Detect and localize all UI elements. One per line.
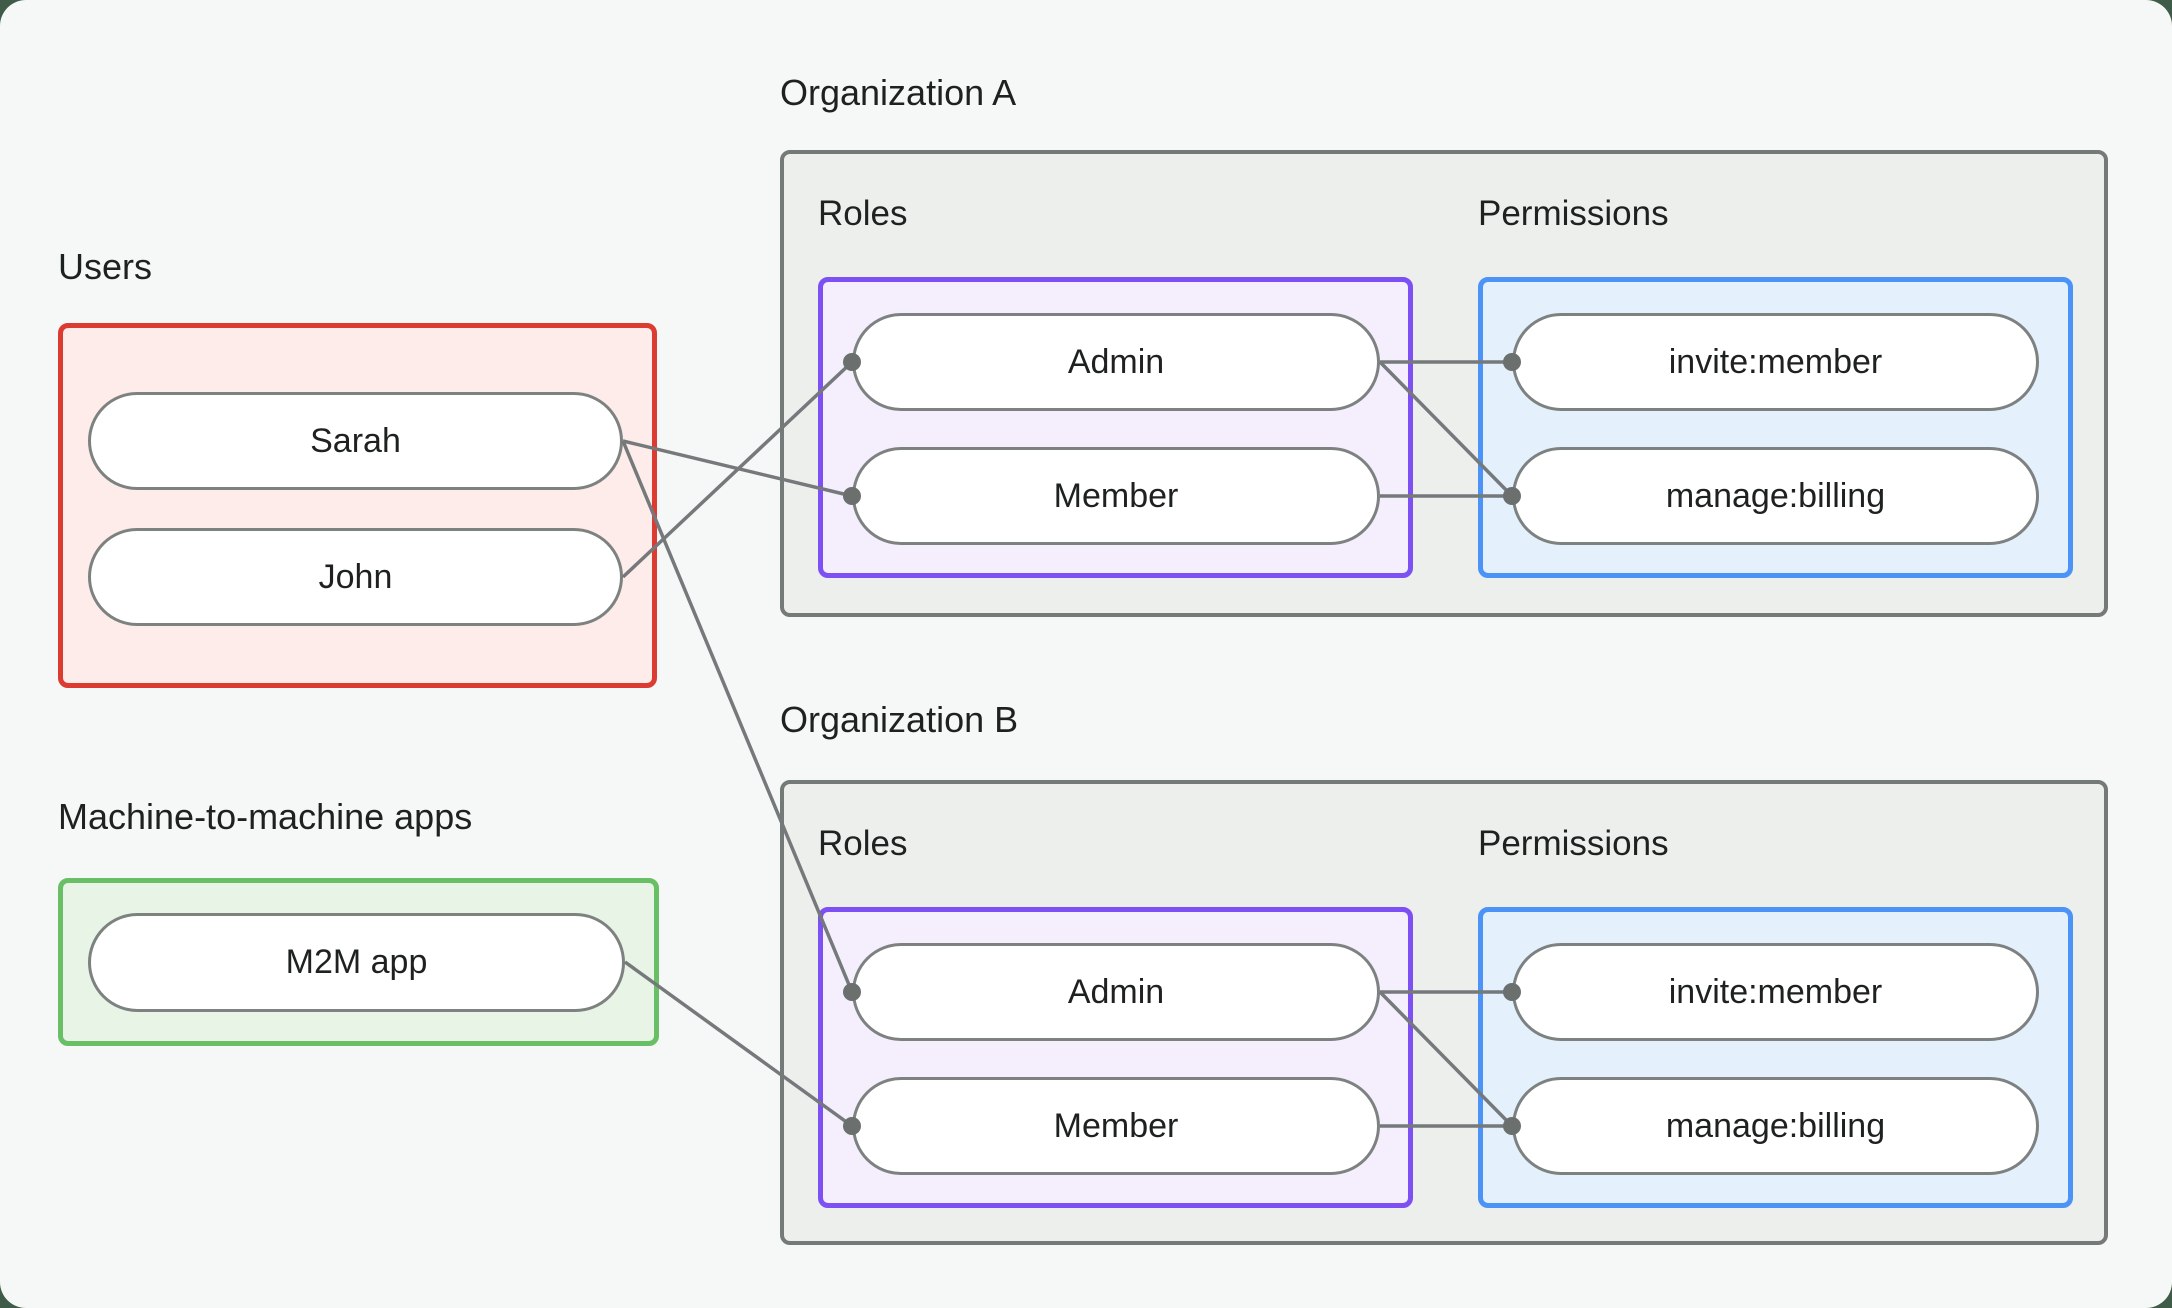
org-b-permission-pill-invite-member: invite:member bbox=[1512, 943, 2039, 1041]
org-b-role-pill-member: Member bbox=[852, 1077, 1380, 1175]
org-a-permission-pill-manage-billing: manage:billing bbox=[1512, 447, 2039, 545]
org-a-role-pill-admin: Admin bbox=[852, 313, 1380, 411]
org-a-roles-label: Roles bbox=[818, 194, 908, 233]
org-a-title: Organization A bbox=[780, 72, 1017, 113]
org-b-role-admin-label: Admin bbox=[1067, 972, 1165, 1011]
org-b-role-member-label: Member bbox=[1053, 1106, 1179, 1145]
org-b-permissions-label: Permissions bbox=[1478, 824, 1669, 863]
org-b-permission-invite-member-label: invite:member bbox=[1668, 972, 1883, 1011]
org-b-roles-label: Roles bbox=[818, 824, 908, 863]
org-a-permission-manage-billing-label: manage:billing bbox=[1665, 476, 1886, 515]
users-box bbox=[58, 323, 657, 688]
user-pill-sarah: Sarah bbox=[88, 392, 623, 490]
org-b-permission-manage-billing-label: manage:billing bbox=[1665, 1106, 1886, 1145]
org-a-permission-pill-invite-member: invite:member bbox=[1512, 313, 2039, 411]
users-group-label: Users bbox=[58, 246, 153, 287]
m2m-app-pill: M2M app bbox=[88, 913, 625, 1012]
org-b-permission-pill-manage-billing: manage:billing bbox=[1512, 1077, 2039, 1175]
m2m-group-label: Machine-to-machine apps bbox=[58, 796, 473, 837]
m2m-app-pill-label: M2M app bbox=[285, 943, 428, 981]
org-b-role-pill-admin: Admin bbox=[852, 943, 1380, 1041]
user-pill-john: John bbox=[88, 528, 623, 626]
org-a-permissions-label: Permissions bbox=[1478, 194, 1669, 233]
org-a-role-pill-member: Member bbox=[852, 447, 1380, 545]
user-pill-john-label: John bbox=[318, 557, 393, 596]
org-a-permission-invite-member-label: invite:member bbox=[1668, 342, 1883, 381]
org-b-title: Organization B bbox=[780, 699, 1019, 740]
user-pill-sarah-label: Sarah bbox=[310, 421, 401, 460]
org-a-role-admin-label: Admin bbox=[1067, 342, 1165, 381]
org-a-role-member-label: Member bbox=[1053, 476, 1179, 515]
